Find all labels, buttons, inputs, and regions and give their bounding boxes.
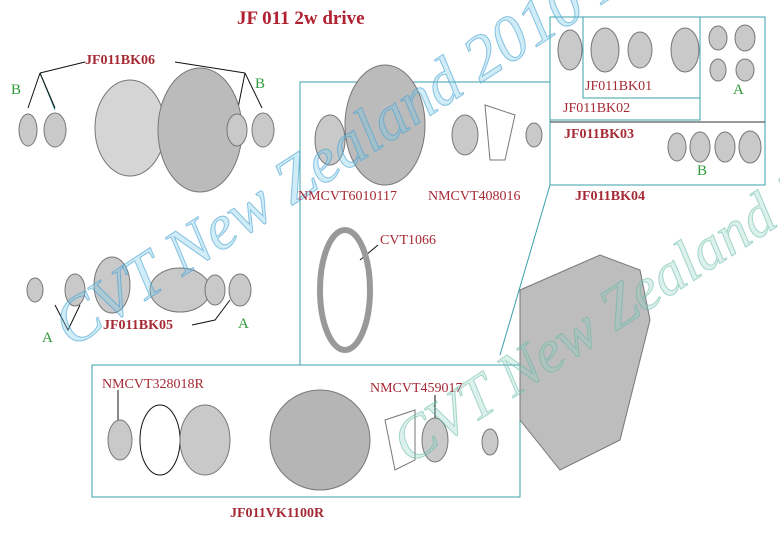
label-nmcvt408016: NMCVT408016 <box>428 189 521 204</box>
group-mark-b-left: B <box>11 82 22 98</box>
label-bk01: JF011BK01 <box>585 79 653 94</box>
label-bk03: JF011BK03 <box>564 127 635 142</box>
vk1100r-frame <box>91 364 521 498</box>
label-nmcvt328018r: NMCVT328018R <box>102 377 204 392</box>
label-bk06: JF011BK06 <box>85 53 156 68</box>
diagram-title: JF 011 2w drive <box>237 8 365 29</box>
label-vk1100r: JF011VK1100R <box>230 506 325 521</box>
group-mark-a-right: A <box>238 316 249 332</box>
center-frame <box>299 81 550 365</box>
group-mark-b-right: B <box>255 76 266 92</box>
label-nmcvt459017: NMCVT459017 <box>370 381 463 396</box>
center-frame-right <box>499 184 551 356</box>
label-bk02: JF011BK02 <box>563 101 631 116</box>
frames <box>39 16 766 498</box>
bk02-frame <box>550 17 701 121</box>
label-cvt1066: CVT1066 <box>380 233 436 248</box>
label-bk04: JF011BK04 <box>575 189 646 204</box>
group-mark-b-kit: B <box>697 163 708 179</box>
callout-lines <box>27 61 436 420</box>
group-mark-a-left: A <box>42 330 53 346</box>
label-nmcvt6010117: NMCVT6010117 <box>298 189 398 204</box>
parts <box>18 24 762 491</box>
label-bk05: JF011BK05 <box>103 318 174 333</box>
group-mark-a-kit: A <box>733 82 744 98</box>
